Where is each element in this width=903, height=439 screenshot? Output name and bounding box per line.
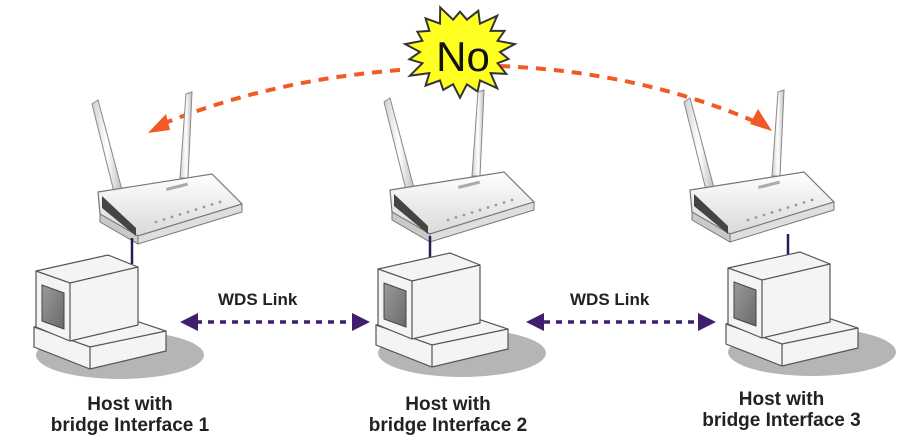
- wds-link-1-left-arrow-icon: [180, 313, 198, 331]
- host-label-1-line2: bridge Interface 1: [50, 415, 210, 436]
- host-pc-1: [33, 254, 204, 379]
- antenna-left-icon: [383, 97, 415, 191]
- host-label-3-line1: Host with: [738, 389, 825, 410]
- no-badge-text: No: [436, 33, 490, 80]
- host-label-3-line2: bridge Interface 3: [702, 410, 861, 431]
- blocked-link-left-curve: [159, 68, 401, 127]
- wds-link-2-left-arrow-icon: [526, 313, 544, 331]
- host-label-1: Host with bridge Interface 1: [0, 394, 260, 436]
- host-label-2: Host with bridge Interface 2: [318, 394, 578, 436]
- no-badge: No: [402, 5, 518, 100]
- antenna-left-icon: [683, 97, 715, 191]
- blocked-link-right-curve: [499, 64, 757, 124]
- host-label-1-line1: Host with: [87, 394, 173, 415]
- monitor-screen-icon: [733, 281, 757, 327]
- starburst-icon: [402, 5, 518, 100]
- antenna-right-icon: [179, 91, 193, 179]
- antenna-right-icon: [471, 89, 485, 177]
- host-label-3: Host with bridge Interface 3: [660, 389, 903, 431]
- host-label-2-line2: bridge Interface 2: [368, 415, 528, 436]
- router-1: [91, 91, 244, 245]
- host-label-2-line1: Host with: [405, 394, 491, 415]
- wds-link-2: [526, 313, 716, 331]
- wds-link-2-right-arrow-icon: [698, 313, 716, 331]
- router-3: [683, 89, 836, 243]
- wds-link-1-right-arrow-icon: [352, 313, 370, 331]
- antenna-left-icon: [91, 99, 123, 193]
- blocked-link-left-arrow-icon: [148, 114, 170, 133]
- monitor-screen-icon: [41, 284, 65, 330]
- host-pc-3: [725, 251, 896, 376]
- wds-link-2-label: WDS Link: [570, 290, 650, 309]
- host-pc-2: [375, 252, 546, 377]
- blocked-link-right-arrow-icon: [750, 109, 772, 131]
- antenna-right-icon: [771, 89, 785, 177]
- monitor-screen-icon: [383, 282, 407, 328]
- wds-link-1: [180, 313, 370, 331]
- wds-link-1-label: WDS Link: [218, 290, 298, 309]
- router-2: [383, 89, 536, 243]
